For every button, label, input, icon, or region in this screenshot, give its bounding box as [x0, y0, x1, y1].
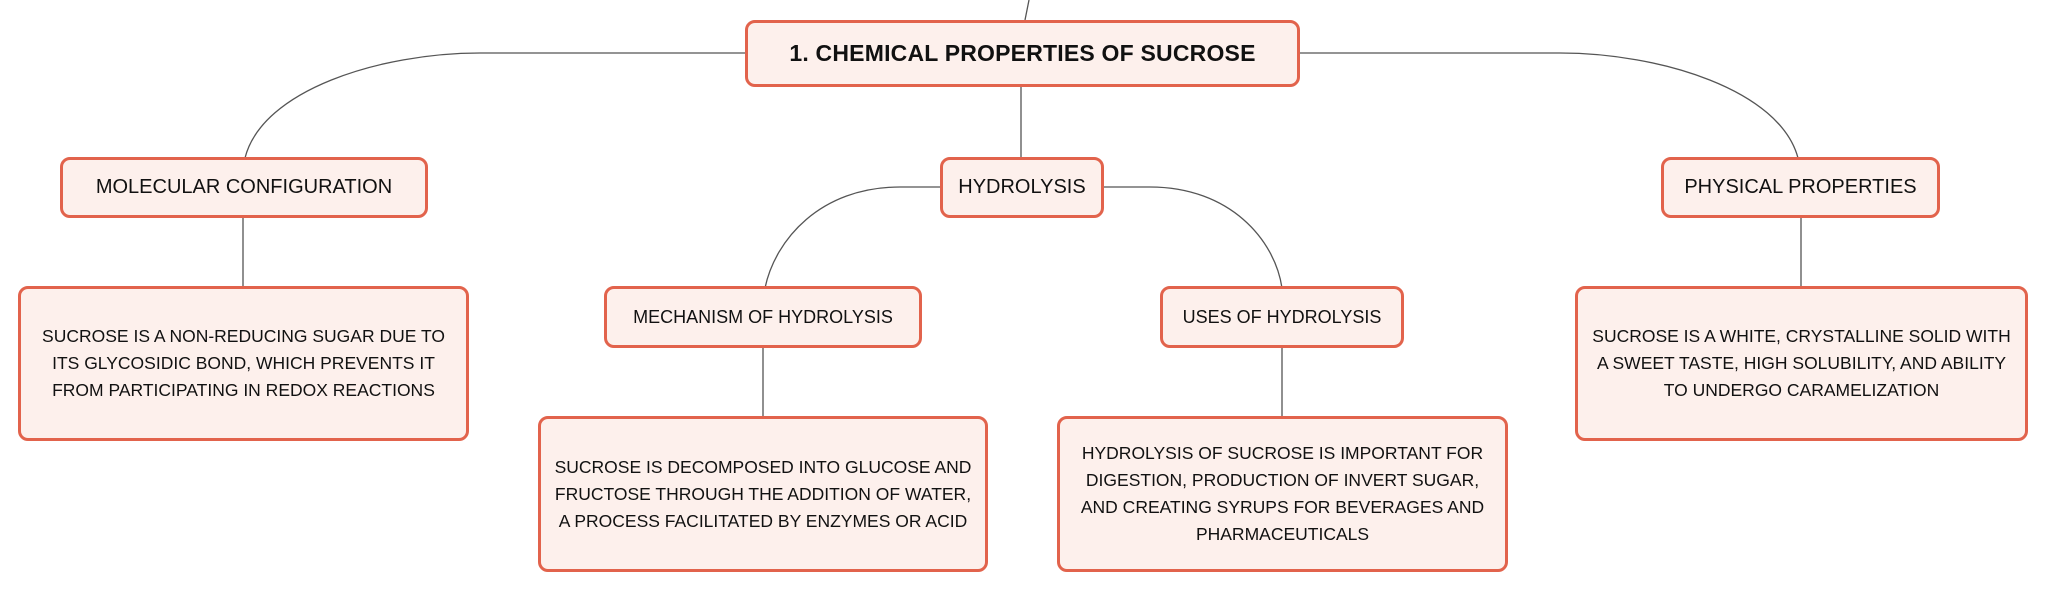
- branch-node-label: Molecular Configuration: [95, 176, 393, 198]
- detail-node-text: Sucrose is a non-reducing sugar due to i…: [42, 326, 445, 400]
- sub-node-label: Uses of Hydrolysis: [1182, 306, 1382, 327]
- detail-node-uses-of-hydrolysis[interactable]: Hydrolysis of sucrose is important for d…: [1057, 416, 1508, 572]
- detail-node-text: Sucrose is decomposed into glucose and f…: [554, 456, 972, 531]
- root-node-label: 1. Chemical Properties of Sucrose: [789, 40, 1256, 66]
- detail-node-molecular-configuration[interactable]: Sucrose is a non-reducing sugar due to i…: [18, 286, 469, 441]
- sub-node-label: Mechanism of Hydrolysis: [633, 306, 893, 327]
- branch-node-label: Hydrolysis: [958, 176, 1086, 198]
- sub-node-mechanism-of-hydrolysis[interactable]: Mechanism of Hydrolysis: [604, 286, 922, 348]
- detail-node-text: Hydrolysis of sucrose is important for d…: [1080, 443, 1485, 544]
- root-node[interactable]: 1. Chemical Properties of Sucrose: [745, 20, 1300, 87]
- detail-node-mechanism-of-hydrolysis[interactable]: Sucrose is decomposed into glucose and f…: [538, 416, 988, 572]
- branch-node-physical-properties[interactable]: Physical Properties: [1661, 157, 1940, 218]
- branch-node-label: Physical Properties: [1684, 176, 1917, 198]
- detail-node-text: Sucrose is a white, crystalline solid wi…: [1592, 326, 2011, 400]
- branch-node-molecular-configuration[interactable]: Molecular Configuration: [60, 157, 428, 218]
- connector-hydrolysis-to-uses: [1103, 186, 1283, 289]
- connector-root-to-molecular-configuration: [244, 52, 745, 159]
- connector-root-to-physical-properties: [1300, 52, 1799, 159]
- branch-node-hydrolysis[interactable]: Hydrolysis: [940, 157, 1104, 218]
- sub-node-uses-of-hydrolysis[interactable]: Uses of Hydrolysis: [1160, 286, 1404, 348]
- connector-root-incoming: [1024, 0, 1030, 21]
- detail-node-physical-properties[interactable]: Sucrose is a white, crystalline solid wi…: [1575, 286, 2028, 441]
- connector-hydrolysis-to-mechanism: [764, 186, 940, 289]
